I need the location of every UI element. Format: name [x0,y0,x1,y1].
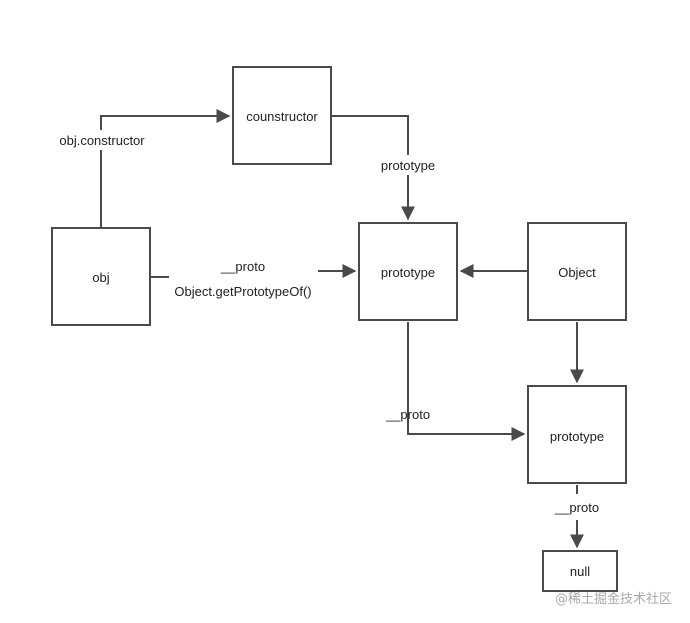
obj-proto-label: __proto [220,259,265,274]
node-object: Object [527,222,627,321]
node-constructor: counstructor [232,66,332,165]
node-object-prototype: prototype [527,385,627,484]
constructor-prototype-label: prototype [381,158,435,173]
constructor-prototype-label-bg [372,155,444,175]
obj-label: obj [92,270,109,285]
object-label: Object [558,265,596,280]
null-label: null [570,564,590,579]
prototype-proto-label: __proto [385,407,430,422]
obj-constructor-label-bg [52,130,152,150]
object-prototype-proto-label: __proto [554,500,599,515]
get-prototype-of-label: Object.getPrototypeOf() [174,284,311,299]
watermark: @稀土掘金技术社区 [555,591,672,607]
constructor-label: counstructor [246,109,318,124]
object-prototype-label: prototype [550,429,604,444]
edge-obj-to-constructor [100,109,231,227]
edge-prototype-proto [407,322,526,441]
edge-constructor-to-prototype [331,115,415,221]
node-null: null [542,550,618,592]
prototype-label: prototype [381,265,435,280]
node-obj: obj [51,227,151,326]
node-prototype: prototype [358,222,458,321]
obj-constructor-label: obj.constructor [59,133,145,148]
